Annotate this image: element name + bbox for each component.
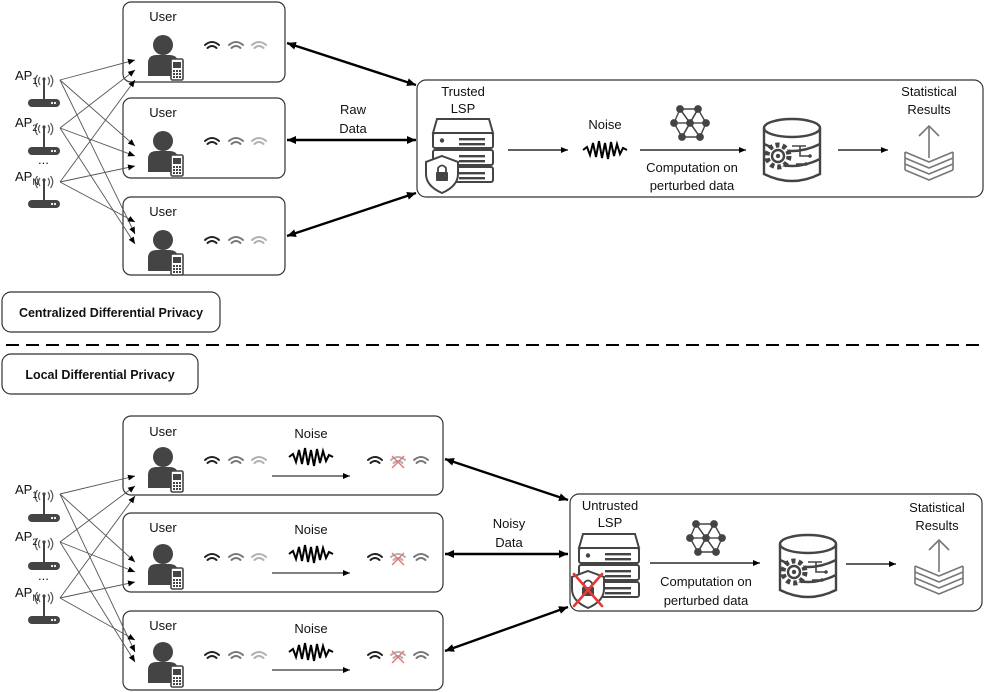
- ap-dots-label: ...: [38, 568, 49, 583]
- computation-label-2: perturbed data: [664, 593, 749, 608]
- user-box-3: [122, 196, 286, 276]
- data-label: Data: [495, 535, 523, 550]
- user-label: User: [149, 9, 177, 24]
- noise-label: Noise: [294, 426, 327, 441]
- user-label: User: [149, 618, 177, 633]
- results-label-2: Results: [907, 102, 951, 117]
- ap1-label: AP1: [15, 482, 37, 500]
- centralized-title: Centralized Differential Privacy: [19, 306, 203, 320]
- user-label: User: [149, 105, 177, 120]
- ap2-label: AP2: [15, 115, 37, 133]
- noise-label: Noise: [294, 621, 327, 636]
- ap-user-connections: [59, 474, 136, 663]
- noise-label: Noise: [588, 117, 621, 132]
- ap2-label: AP2: [15, 529, 37, 547]
- local-title-box: [1, 353, 199, 395]
- user-box-1: [122, 415, 444, 496]
- untrusted-cross-icon: [572, 572, 604, 608]
- noise-label: Noise: [294, 522, 327, 537]
- local-title: Local Differential Privacy: [25, 368, 174, 382]
- noise-arrows: [272, 473, 350, 673]
- noisy-data-links: [444, 457, 569, 653]
- computation-label-1: Computation on: [660, 574, 752, 589]
- ap-user-connections: [59, 58, 136, 245]
- apn-label: APN: [15, 585, 39, 603]
- user-label: User: [149, 204, 177, 219]
- server-label-1: Trusted: [441, 84, 485, 99]
- user-label: User: [149, 520, 177, 535]
- server-label-1: Untrusted: [582, 498, 638, 513]
- results-label-2: Results: [915, 518, 959, 533]
- computation-label-1: Computation on: [646, 160, 738, 175]
- raw-label: Raw: [340, 102, 367, 117]
- raw-data-links: [286, 41, 417, 238]
- apn-label: APN: [15, 169, 39, 187]
- results-label-1: Statistical: [901, 84, 957, 99]
- local-section: Local Differential Privacy User User Use…: [1, 353, 983, 691]
- server-label-2: LSP: [451, 101, 476, 116]
- ap-dots-label: ...: [38, 152, 49, 167]
- noisy-label: Noisy: [493, 516, 526, 531]
- user-box-3: [122, 610, 444, 691]
- computation-label-2: perturbed data: [650, 178, 735, 193]
- results-label-1: Statistical: [909, 500, 965, 515]
- user-label: User: [149, 424, 177, 439]
- untrusted-lsp-box: [569, 493, 983, 612]
- centralized-section: User User User AP1 AP2 ... APN: [1, 1, 984, 333]
- user-box-2: [122, 512, 444, 593]
- data-label: Data: [339, 121, 367, 136]
- server-label-2: LSP: [598, 515, 623, 530]
- blocked-signal-icons: [391, 455, 405, 664]
- ap1-label: AP1: [15, 68, 37, 86]
- centralized-title-box: [1, 291, 221, 333]
